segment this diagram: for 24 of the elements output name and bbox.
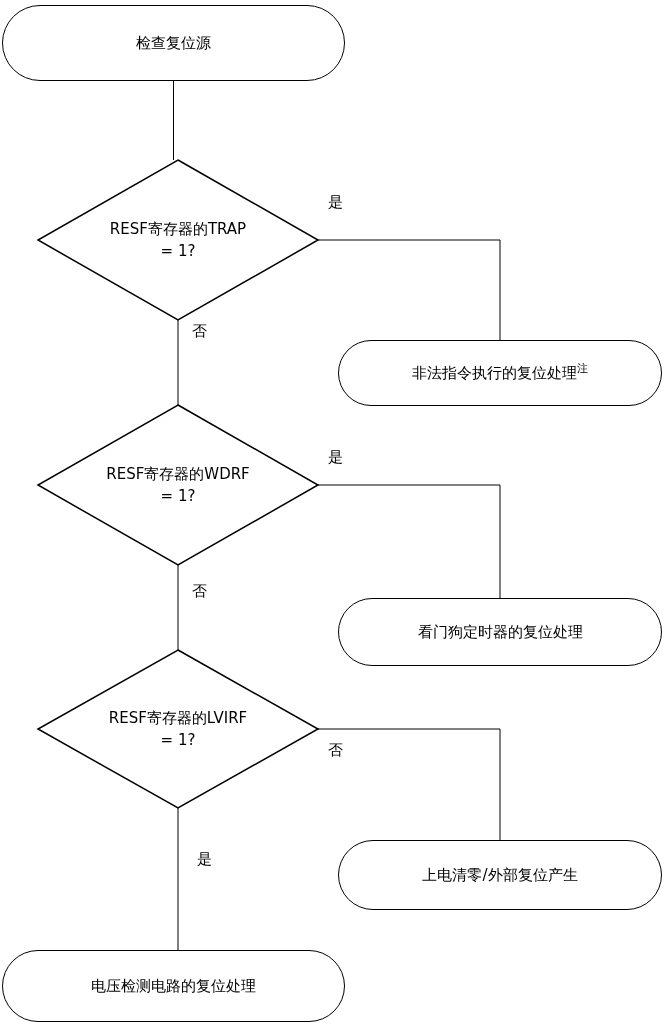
decision-text: RESF寄存器的WDRF = 1? bbox=[105, 463, 251, 507]
edge-label: 否 bbox=[190, 582, 209, 601]
connector-line bbox=[177, 319, 179, 406]
edge-label: 是 bbox=[326, 193, 345, 212]
connector-line bbox=[317, 484, 501, 599]
decision-diamond bbox=[38, 405, 318, 565]
terminal-text: 检查复位源 bbox=[136, 32, 211, 54]
terminal-text: 看门狗定时器的复位处理 bbox=[417, 621, 583, 643]
terminal-text: 电压检测电路的复位处理 bbox=[91, 975, 256, 997]
decision-diamond bbox=[38, 650, 318, 808]
decision-text: RESF寄存器的TRAP = 1? bbox=[108, 218, 248, 262]
connector-line bbox=[317, 239, 501, 341]
connector-line bbox=[177, 807, 179, 951]
edge-label: 否 bbox=[326, 741, 345, 760]
edge-label: 否 bbox=[190, 322, 209, 341]
decision-text: RESF寄存器的LVIRF = 1? bbox=[107, 707, 249, 751]
decision-diamond bbox=[38, 160, 318, 320]
connector-line bbox=[177, 564, 179, 651]
connector-line bbox=[173, 80, 174, 161]
connector-line bbox=[317, 728, 501, 841]
edge-label: 是 bbox=[326, 448, 345, 467]
edge-label: 是 bbox=[195, 850, 214, 869]
terminal-text: 非法指令执行的复位处理$^{注}$ bbox=[412, 361, 588, 385]
terminal-text: 上电清零/外部复位产生 bbox=[422, 864, 578, 886]
